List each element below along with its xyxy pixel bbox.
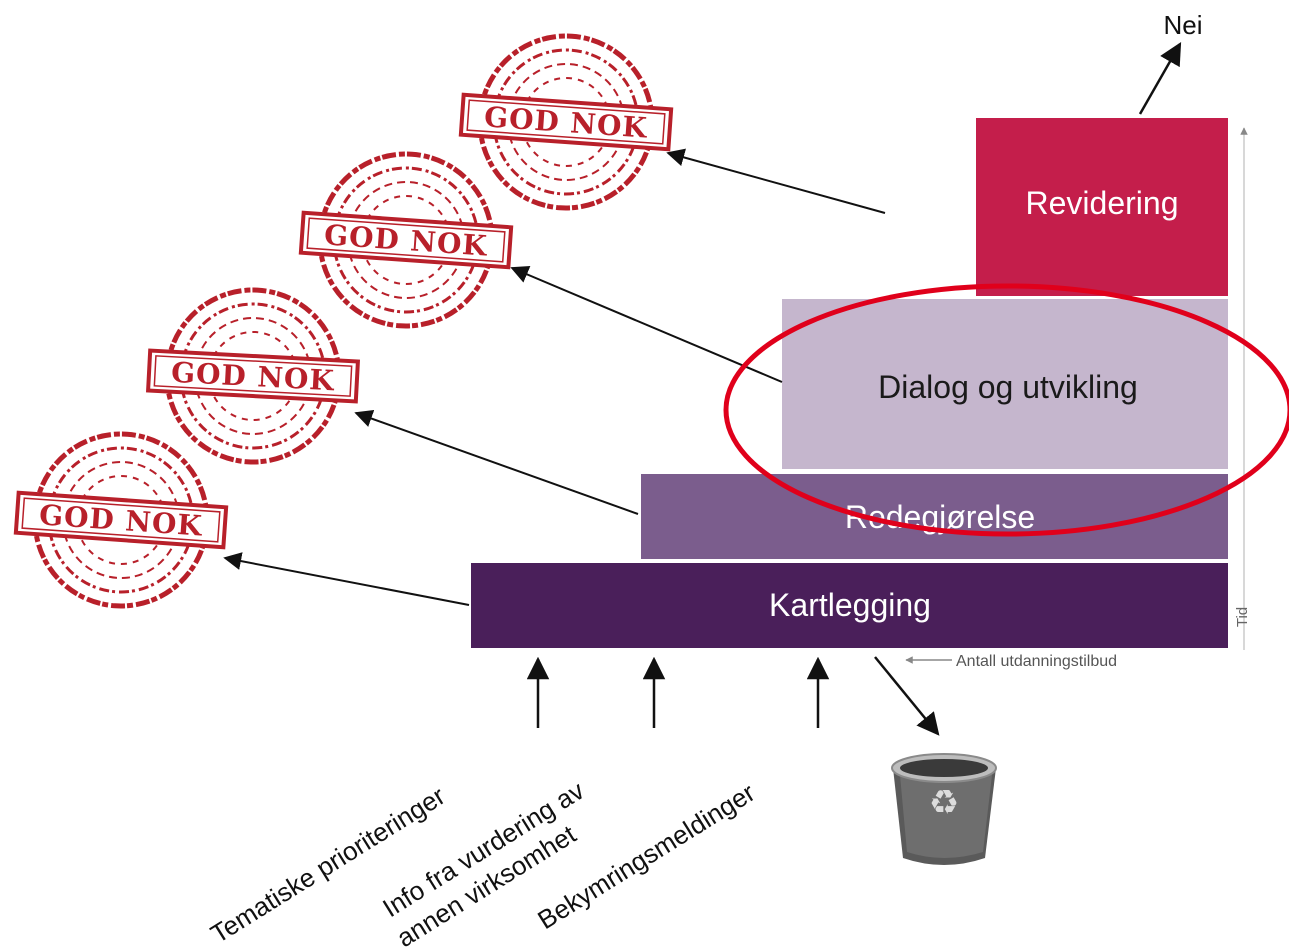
revidering-block bbox=[976, 118, 1228, 296]
antall-label: Antall utdanningstilbud bbox=[956, 653, 1117, 670]
god-nok-stamp-icon: GOD NOK bbox=[456, 29, 675, 215]
dialog-block bbox=[782, 299, 1228, 469]
kartlegging-block bbox=[471, 563, 1228, 648]
nei-label: Nei bbox=[1163, 10, 1202, 40]
kartlegging-label: Kartlegging bbox=[769, 587, 931, 623]
arrow-kartlegging-stamp bbox=[223, 552, 470, 606]
highlight-ellipse bbox=[723, 283, 1289, 537]
redegjorelse-block bbox=[641, 474, 1228, 559]
dialog-label: Dialog og utvikling bbox=[878, 369, 1138, 405]
recycle-bin-icon: ♻ bbox=[891, 753, 997, 865]
god-nok-stamp-icon: GOD NOK bbox=[11, 427, 230, 613]
revidering-label: Revidering bbox=[1026, 185, 1179, 221]
god-nok-stamp-icon: GOD NOK bbox=[296, 147, 515, 333]
god-nok-stamp-icon: GOD NOK bbox=[145, 285, 362, 468]
svg-text:♻: ♻ bbox=[929, 783, 959, 823]
trash-arrow bbox=[874, 656, 940, 736]
tid-label: Tid bbox=[1234, 607, 1251, 627]
arrow-dialog-stamp bbox=[510, 266, 783, 383]
arrow-revidering-stamp bbox=[666, 148, 886, 214]
arrow-redegjorelse-stamp bbox=[354, 409, 639, 515]
nei-arrow bbox=[1138, 42, 1182, 115]
